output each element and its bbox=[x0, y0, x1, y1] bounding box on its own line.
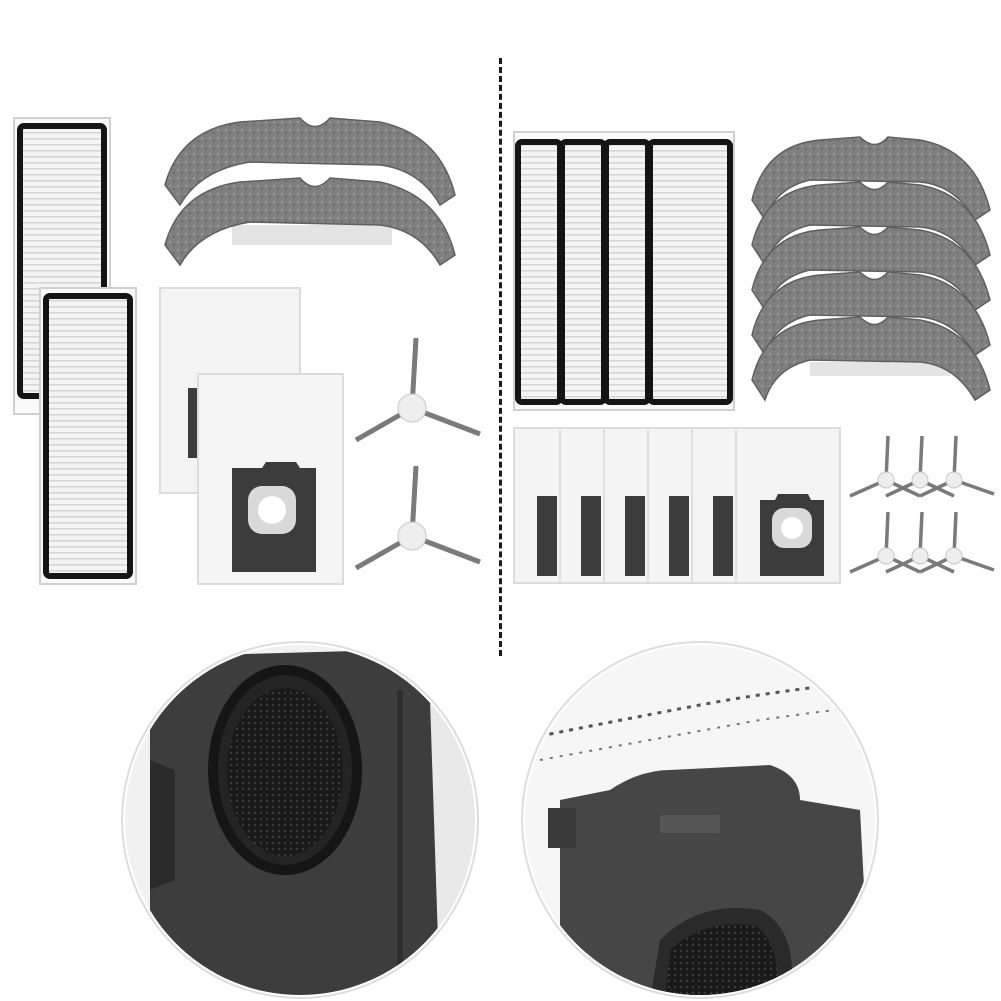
closeup-bag-plate-top bbox=[521, 641, 879, 999]
left-mop-pad-2 bbox=[164, 177, 456, 267]
left-side-brush-1 bbox=[354, 337, 481, 443]
left-mop-pad-1 bbox=[164, 117, 456, 207]
left-hepa-filter-2 bbox=[39, 287, 137, 585]
closeup-bag-plate-opening bbox=[121, 641, 479, 999]
right-dust-bags bbox=[513, 427, 841, 584]
set-divider-dashed-line bbox=[499, 58, 502, 656]
left-side-brush-2 bbox=[354, 465, 481, 571]
left-dust-bag-2 bbox=[197, 373, 344, 585]
right-side-brushes bbox=[849, 435, 995, 574]
right-hepa-filters bbox=[513, 131, 735, 411]
right-mop-pads bbox=[751, 136, 991, 402]
